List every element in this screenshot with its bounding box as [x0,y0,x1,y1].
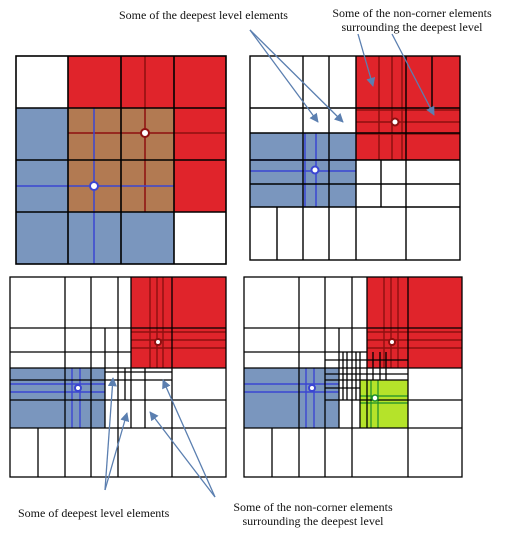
grid [9,276,227,478]
red-node [390,117,400,127]
caption-top-right: Some of the non-corner elements surround… [322,6,502,34]
grid [249,55,461,261]
panel-4 [243,276,463,478]
blue-node [74,384,82,392]
red-node [140,128,150,138]
caption-bottom-right: Some of the non-corner elements surround… [218,500,408,528]
red-node [154,338,162,346]
caption-bottom-right-line1: Some of the non-corner elements [233,500,393,514]
blue-region [244,368,339,428]
arrow-top-right-2 [391,33,435,116]
arrow-bottom-right-1 [149,411,216,498]
arrow-bottom-left-1 [104,377,117,491]
red-crosshair [131,277,226,368]
blue-crosshair [244,368,339,428]
red-crosshair [367,277,462,368]
blue-region [10,368,105,428]
blue-crosshair [10,368,105,428]
red-node [388,338,396,346]
caption-top-right-line2: surrounding the deepest level [341,20,483,34]
arrow-top-left-1 [249,29,319,123]
red-region [68,56,226,108]
grid [15,55,227,265]
blue-node [308,384,316,392]
caption-bottom-left: Some of deepest level elements [18,506,169,520]
caption-top-right-line1: Some of the non-corner elements [332,6,492,20]
green-region [360,380,408,428]
caption-top-left-text: Some of the deepest level elements [119,8,288,22]
blue-node [310,165,320,175]
red-region [367,277,462,368]
grid [243,276,463,478]
arrow-top-right-1 [357,33,376,87]
caption-top-left: Some of the deepest level elements [119,8,288,22]
caption-bottom-right-line2: surrounding the deepest level [242,514,384,528]
arrow-bottom-right-2 [162,379,216,498]
green-node [371,394,379,402]
arrow-bottom-left-2 [104,412,130,491]
panel-3 [9,276,227,478]
panel-1 [15,55,227,265]
arrow-top-left-2 [249,29,344,123]
caption-bottom-left-text: Some of deepest level elements [18,506,170,520]
green-crosshair [360,380,408,428]
red-crosshair [356,56,460,160]
red-region [131,277,226,368]
panel-2 [249,55,461,261]
blue-node [89,181,99,191]
annotation-arrows [104,29,435,498]
